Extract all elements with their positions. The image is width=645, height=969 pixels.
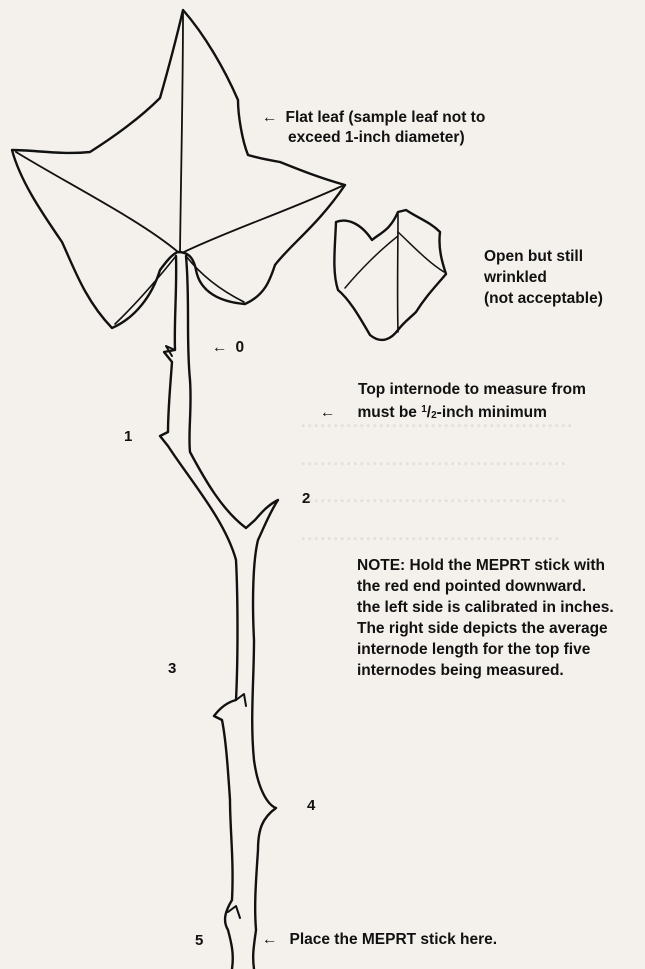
node-number-4: 4 (307, 797, 315, 814)
internode-label: Top internode to measure from ←must be 1… (320, 380, 586, 426)
node-number-3: 3 (168, 660, 176, 677)
flat-leaf-vein-lower-left (115, 256, 176, 324)
zero-node-label: ←0 (212, 338, 244, 358)
note-text: NOTE: Hold the MEPRT stick with the red … (357, 555, 614, 681)
left-arrow-icon: ← (262, 930, 278, 950)
place-stick-label: ←Place the MEPRT stick here. (262, 930, 497, 950)
left-arrow-icon: ← (262, 108, 278, 128)
wrinkled-leaf-outline (334, 210, 446, 340)
left-arrow-icon: ← (212, 338, 228, 358)
node-number-2: 2 (302, 490, 310, 507)
node-number-5: 5 (195, 932, 203, 949)
flat-leaf-outline (12, 10, 345, 328)
node-number-1: 1 (124, 428, 132, 445)
flat-leaf-midrib (180, 12, 183, 252)
stem-left-outline (160, 256, 238, 969)
node-stub-3 (236, 694, 246, 706)
wrinkled-leaf-label: Open but still wrinkled (not acceptable) (484, 246, 603, 309)
node-number-0: 0 (236, 339, 245, 356)
flat-leaf-label: ←Flat leaf (sample leaf not to exceed 1-… (262, 108, 485, 148)
flat-leaf-vein-left (16, 152, 178, 252)
node-stub-5 (228, 906, 240, 918)
wrinkled-leaf-vein-right (398, 232, 444, 272)
wrinkled-leaf-vein-left (345, 236, 398, 288)
left-arrow-icon: ← (320, 403, 336, 423)
